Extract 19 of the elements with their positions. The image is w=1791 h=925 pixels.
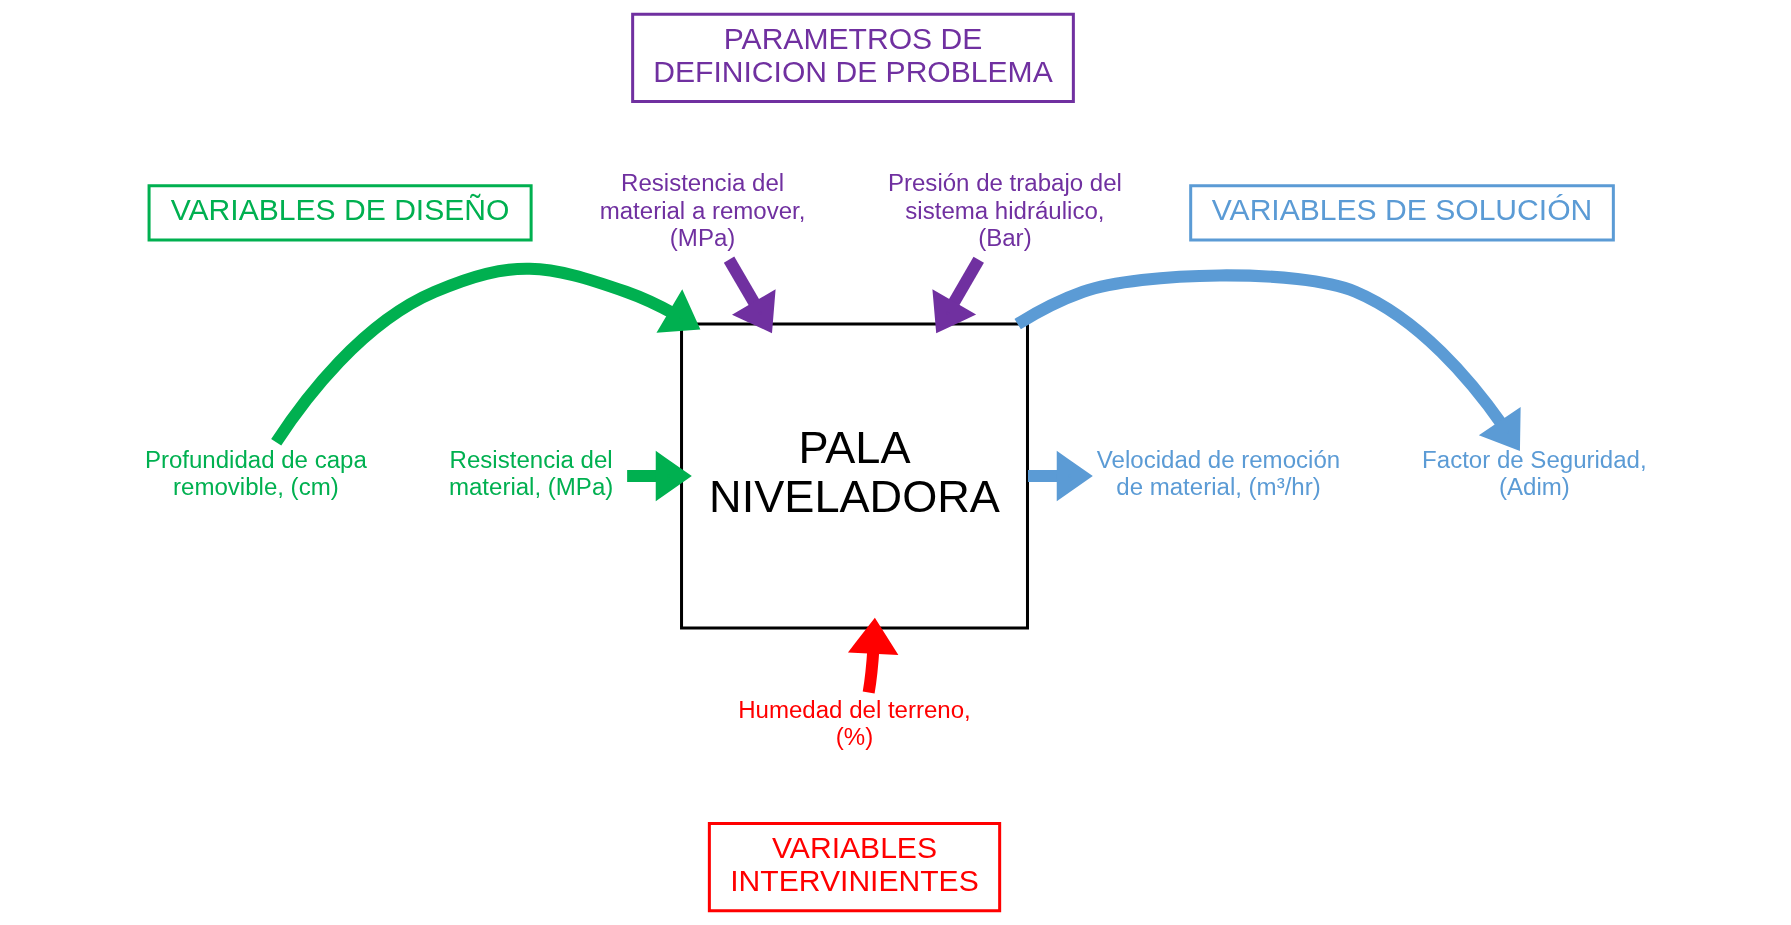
node-box: VARIABLES DE DISEÑO <box>147 184 533 242</box>
arrow <box>627 450 692 502</box>
arrow <box>271 262 701 446</box>
node-text: Velocidad de remoción de material, (m³/hr) <box>1096 446 1341 501</box>
node-text: Factor de Seguridad, (Adim) <box>1422 446 1647 501</box>
arrow <box>1028 450 1093 502</box>
node-text: Resistencia del material, (MPa) <box>448 446 614 501</box>
node-box: VARIABLES INTERVINIENTES <box>707 822 1002 913</box>
arrow <box>932 256 984 334</box>
arrow <box>1014 269 1521 451</box>
arrow <box>723 256 776 334</box>
arrow <box>847 617 899 694</box>
node-text: Humedad del terreno, (%) <box>738 695 971 750</box>
node-box: PARAMETROS DE DEFINICION DE PROBLEMA <box>631 12 1075 103</box>
node-text: Presión de trabajo del sistema hidráulico, (Bar) <box>887 169 1122 251</box>
node-text: Resistencia del material a remover, (MPa) <box>599 169 806 251</box>
node-text: Profundidad de capa removible, (cm) <box>144 446 367 501</box>
node-box: PALA NIVELADORA <box>680 322 1029 630</box>
node-box: VARIABLES DE SOLUCIÓN <box>1189 184 1615 242</box>
